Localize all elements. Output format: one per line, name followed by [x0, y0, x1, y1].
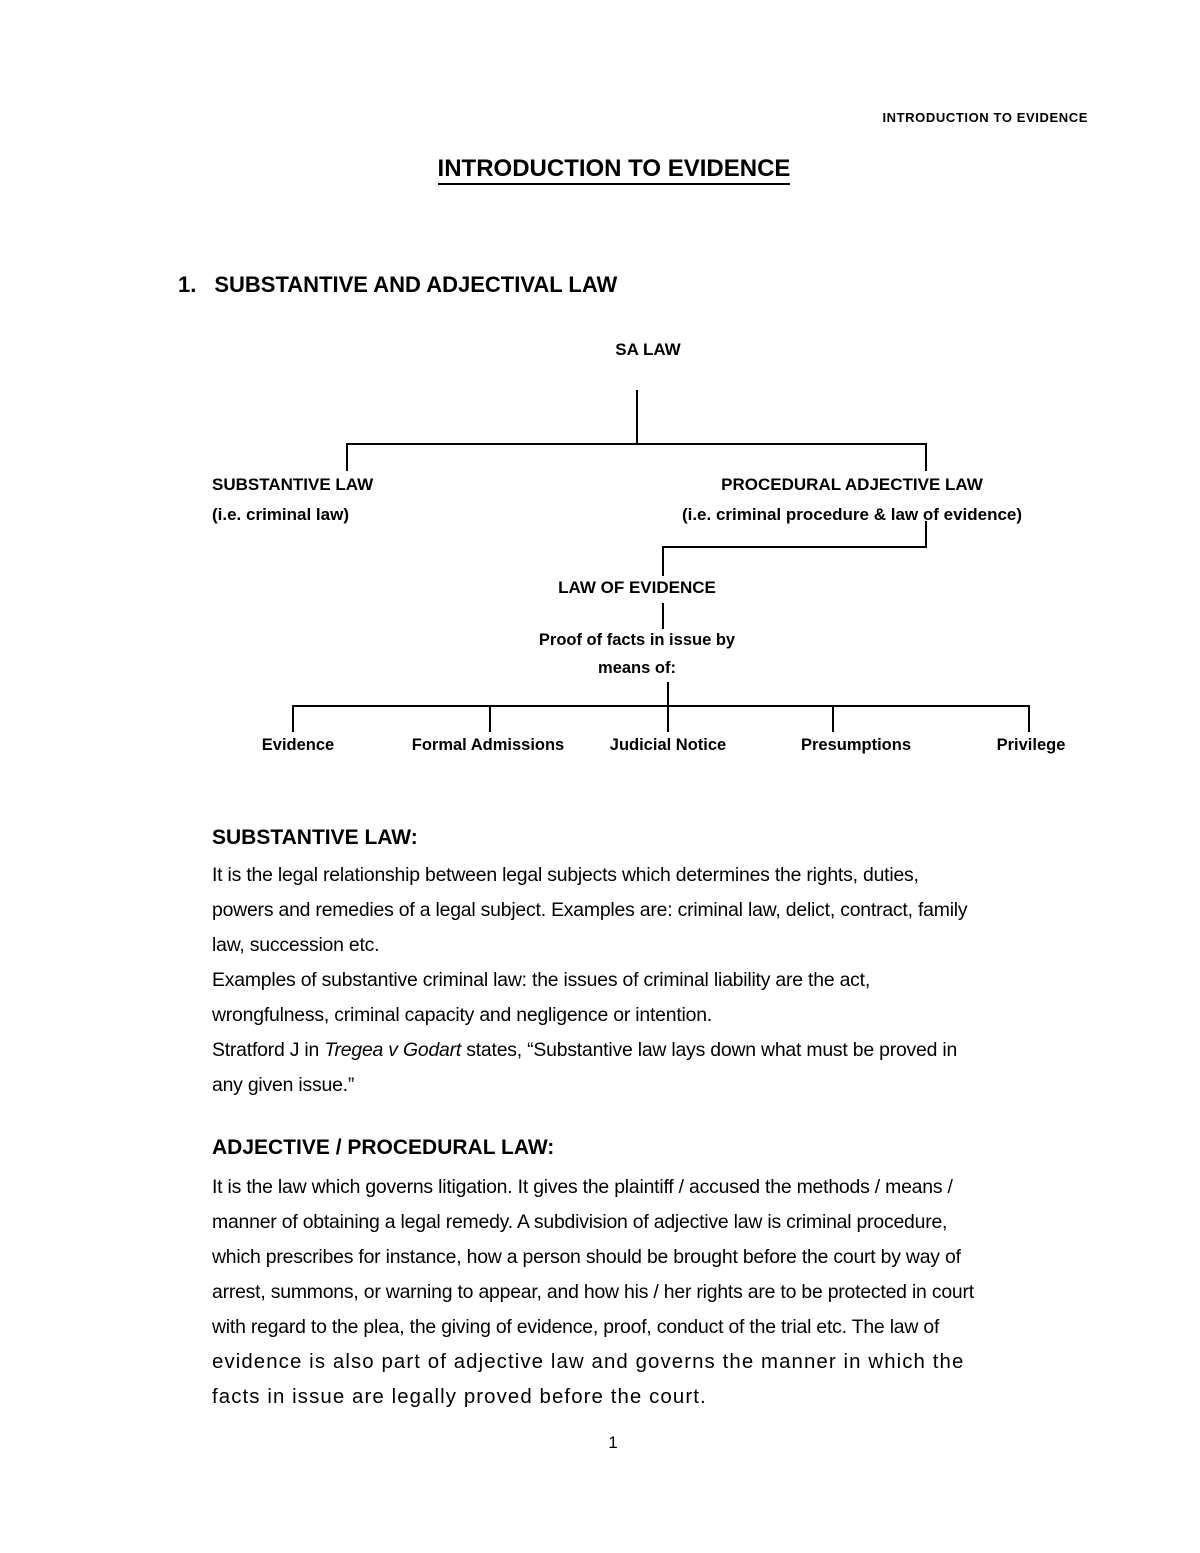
connector-level1-horizontal: [346, 443, 927, 445]
connector-root-trunk: [636, 390, 638, 443]
text-line: manner of obtaining a legal remedy. A su…: [212, 1211, 948, 1233]
connector-leaf-tick-5: [1028, 705, 1030, 732]
substantive-law-heading: SUBSTANTIVE LAW:: [212, 826, 418, 849]
connector-caption-trunk: [662, 603, 664, 629]
connector-leaf-tick-4: [832, 705, 834, 732]
law-of-evidence-label: LAW OF EVIDENCE: [558, 578, 716, 597]
running-header: INTRODUCTION TO EVIDENCE: [882, 110, 1088, 125]
leaf-presumptions: Presumptions: [800, 736, 912, 754]
connector-left-tick: [346, 443, 348, 471]
left-branch-label: SUBSTANTIVE LAW (i.e. criminal law): [212, 470, 373, 530]
evidence-caption-line2: means of:: [598, 659, 676, 677]
connector-leaf-tick-3: [667, 705, 669, 732]
text-line: facts in issue are legally proved before…: [212, 1386, 707, 1408]
text-line: It is the law which governs litigation. …: [212, 1176, 953, 1198]
page-number: 1: [608, 1433, 618, 1452]
text-line: with regard to the plea, the giving of e…: [212, 1316, 940, 1338]
left-branch-subtitle: (i.e. criminal law): [212, 505, 349, 524]
connector-leaf-tick-2: [489, 705, 491, 732]
connector-leaf-tick-1: [292, 705, 294, 732]
adjective-law-paragraph: It is the law which governs litigation. …: [212, 1170, 974, 1415]
stratford-suffix: states, “Substantive law lays down what …: [461, 1039, 958, 1061]
leaf-privilege: Privilege: [996, 736, 1066, 754]
text-line: Examples of substantive criminal law: th…: [212, 969, 871, 991]
section-number: 1.: [178, 272, 197, 297]
connector-level3-horizontal: [292, 705, 1030, 707]
text-line: law, succession etc.: [212, 934, 380, 956]
leaf-formal-admissions: Formal Admissions: [411, 736, 565, 754]
connector-right-trunk: [925, 521, 927, 548]
connector-evidence-tick: [662, 546, 664, 576]
adjective-law-heading: ADJECTIVE / PROCEDURAL LAW:: [212, 1136, 555, 1159]
leaf-evidence: Evidence: [261, 736, 335, 754]
text-line: arrest, summons, or warning to appear, a…: [212, 1281, 974, 1303]
connector-level2-horizontal: [662, 546, 927, 548]
connector-right-tick: [925, 443, 927, 471]
text-line: any given issue.”: [212, 1074, 355, 1096]
stratford-prefix: Stratford J in: [212, 1039, 325, 1061]
right-branch-label: PROCEDURAL ADJECTIVE LAW (i.e. criminal …: [652, 470, 1052, 530]
section-heading-text: SUBSTANTIVE AND ADJECTIVAL LAW: [214, 272, 618, 297]
case-citation: Tregea v Godart: [324, 1039, 462, 1061]
text-line: which prescribes for instance, how a per…: [212, 1246, 961, 1268]
left-branch-title: SUBSTANTIVE LAW: [212, 475, 374, 494]
evidence-caption-line1: Proof of facts in issue by: [538, 631, 736, 649]
connector-means-trunk: [667, 682, 669, 706]
page-title: INTRODUCTION TO EVIDENCE: [14, 155, 1200, 185]
page-title-text: INTRODUCTION TO EVIDENCE: [437, 155, 791, 185]
diagram-root-label: SA LAW: [615, 340, 681, 359]
leaf-judicial-notice: Judicial Notice: [609, 736, 727, 754]
right-branch-subtitle: (i.e. criminal procedure & law of eviden…: [681, 505, 1023, 524]
text-line: wrongfulness, criminal capacity and negl…: [212, 1004, 712, 1026]
section-heading: 1. SUBSTANTIVE AND ADJECTIVAL LAW: [178, 272, 617, 298]
text-line: powers and remedies of a legal subject. …: [212, 899, 968, 921]
text-line: evidence is also part of adjective law a…: [212, 1351, 965, 1373]
right-branch-title: PROCEDURAL ADJECTIVE LAW: [721, 475, 983, 494]
text-line: It is the legal relationship between leg…: [212, 864, 919, 886]
text-line-stratford: Stratford J in Tregea v Godart states, “…: [212, 1033, 967, 1068]
substantive-law-paragraph: It is the legal relationship between leg…: [212, 858, 968, 1103]
